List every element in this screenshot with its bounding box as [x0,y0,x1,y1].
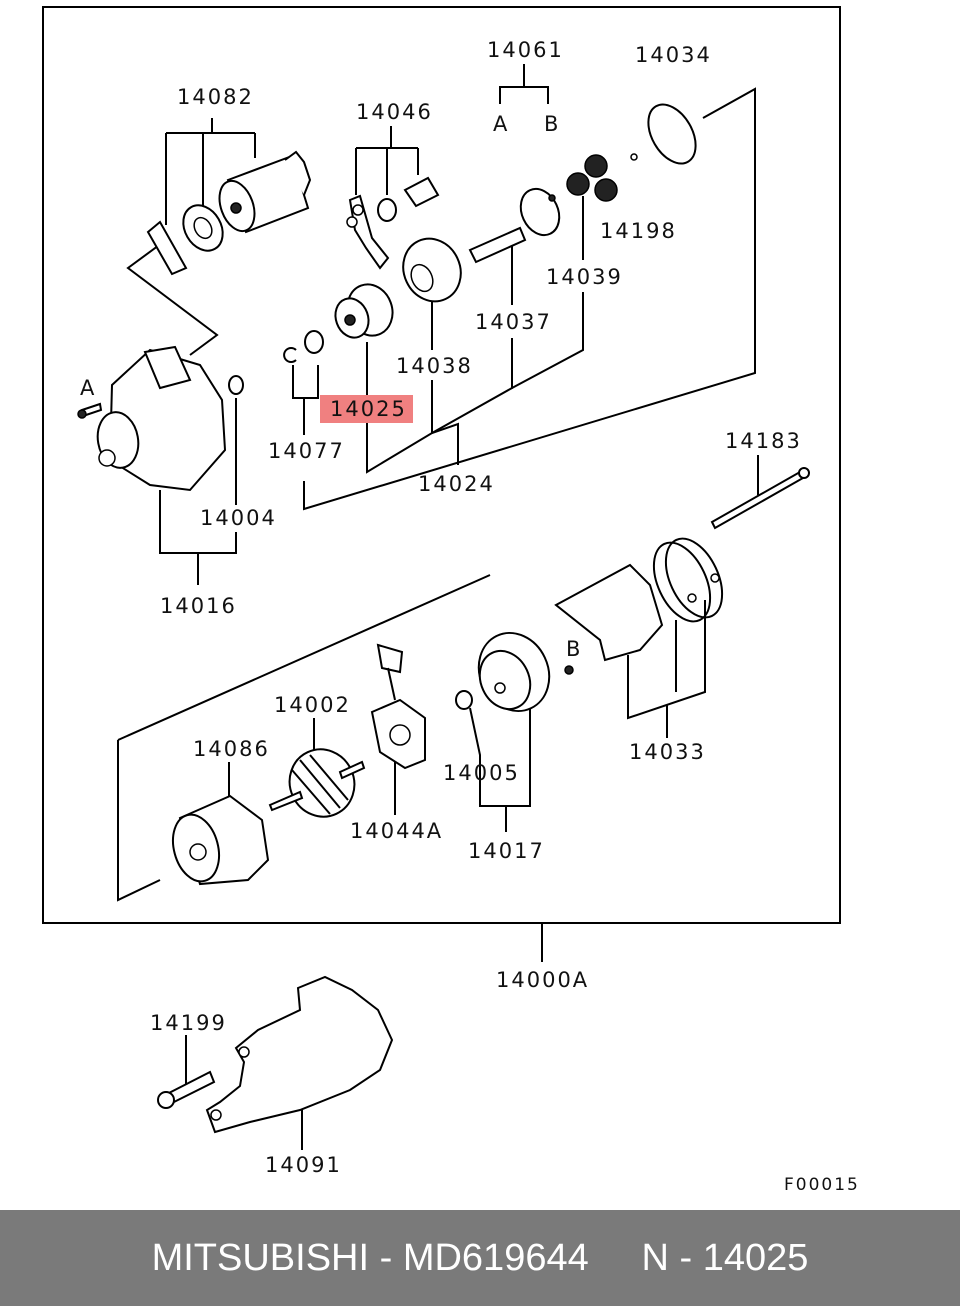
rear-bracket [477,632,551,712]
leader-14039 [511,196,584,389]
leader-14025 [366,342,459,474]
internal-gear-ring [647,103,697,165]
label-14025: 14025 [330,397,407,421]
label-14002: 14002 [274,693,351,717]
label-14046: 14046 [356,100,433,124]
planet-gears [566,153,638,202]
rear-bushing [455,690,473,710]
label-14005: 14005 [443,761,520,785]
label-14039: 14039 [546,265,623,289]
leader-14005 [469,700,531,807]
brush-holder [370,643,426,770]
leader-14046 [355,126,419,195]
bracket-14061 [499,64,549,104]
label-14016: 14016 [160,594,237,618]
ref-B-top: B [544,112,560,136]
label-14017: 14017 [468,839,545,863]
leader-14033 [627,600,706,738]
label-14086: 14086 [193,737,270,761]
leader-14082 [165,118,256,225]
yoke-group [554,537,724,662]
label-14038: 14038 [396,354,473,378]
heat-cover [205,975,394,1134]
label-14061: 14061 [487,38,564,62]
label-14000A: 14000A [496,968,589,992]
label-14033: 14033 [629,740,706,764]
field-yoke [171,794,270,886]
footer-part-caption: MITSUBISHI - MD619644 N - 14025 [151,1236,809,1279]
label-14034: 14034 [635,43,712,67]
label-14024: 14024 [418,472,495,496]
leader-14004 [159,398,237,585]
screw-B [564,665,574,675]
leader-frame-lower [117,574,491,902]
label-14037: 14037 [475,310,552,334]
label-14077: 14077 [268,439,345,463]
label-14183: 14183 [725,429,802,453]
ref-A-left: A [80,376,96,400]
stop-ring-group [283,330,324,363]
ref-A-top: A [493,112,509,136]
armature [268,748,366,818]
leader-14082-to-housing [126,239,219,356]
through-bolt [710,467,810,530]
label-14082: 14082 [177,85,254,109]
label-14044A: 14044A [350,819,443,843]
bolt-A [77,402,103,419]
exploded-parts-diagram: 14061 A B 14034 14082 14046 14198 14039 … [42,6,860,1195]
footer-bar: MITSUBISHI - MD619644 N - 14025 [0,1210,960,1306]
label-14198: 14198 [600,219,677,243]
lever-group [346,176,440,270]
overrunning-clutch [334,283,394,339]
planetary-shaft [468,187,561,264]
highlight-14025 [320,395,413,423]
assembly-frame [42,6,841,924]
leader-14034-frame [303,87,756,511]
front-housing [96,345,227,492]
label-14091: 14091 [265,1153,342,1177]
solenoid-group [146,150,312,276]
label-14199: 14199 [150,1011,227,1035]
cover-bolt [157,1070,216,1109]
figure-code: F00015 [784,1175,860,1195]
ref-B-mid: B [566,637,582,661]
bushing [228,375,244,395]
label-14004: 14004 [200,506,277,530]
leader-14077 [292,365,319,435]
gear-housing [402,237,462,303]
